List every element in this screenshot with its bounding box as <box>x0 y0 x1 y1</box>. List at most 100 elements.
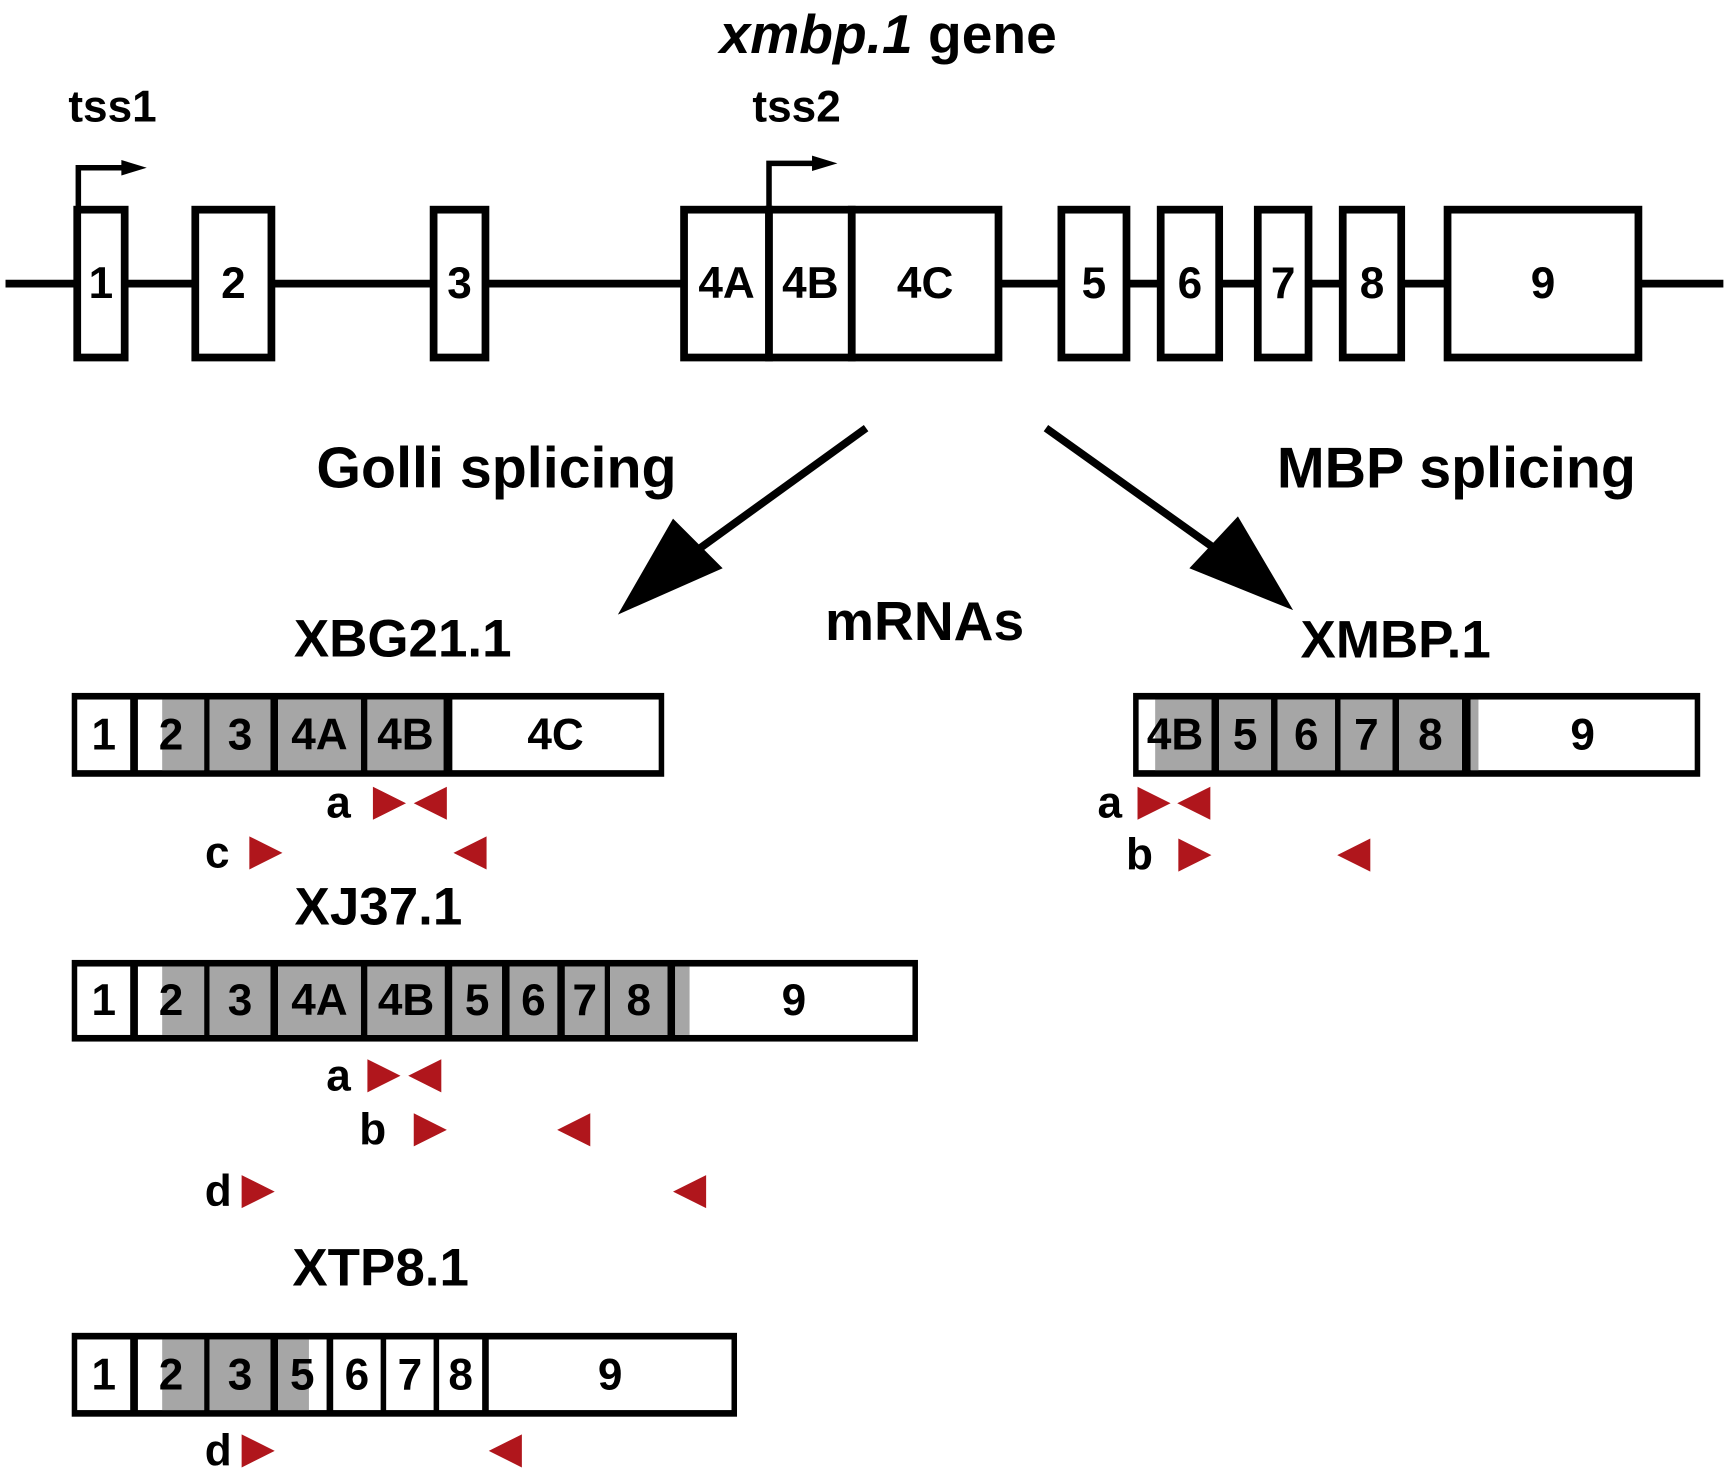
transcript-exon-8: 8 <box>448 1350 473 1399</box>
gene-exon-6 <box>1156 205 1224 362</box>
transcript-exon-3: 3 <box>228 710 253 759</box>
transcript-exon-7: 7 <box>398 1350 423 1399</box>
tss1-label: tss1 <box>68 82 156 131</box>
coding-region <box>162 699 205 771</box>
gene-exon-label: 1 <box>89 259 114 308</box>
gene-exon-label: 4B <box>782 259 838 308</box>
exon-cell <box>1470 699 1695 771</box>
forward-primer-icon <box>367 1059 401 1093</box>
transcript-exon-7: 7 <box>572 976 597 1025</box>
gene-exon-4B <box>765 205 856 362</box>
transcript-exon-5: 5 <box>1233 710 1258 759</box>
tss2-arrow-icon <box>766 160 815 210</box>
reverse-primer-icon <box>1337 838 1371 872</box>
gene-exon-9 <box>1443 205 1643 362</box>
transcript-name: XJ37.1 <box>295 878 463 937</box>
forward-primer-icon <box>241 1175 275 1209</box>
transcript-exon-3: 3 <box>228 1350 253 1399</box>
coding-region <box>452 966 503 1035</box>
golli-splicing-label: Golli splicing <box>316 437 676 501</box>
forward-primer-icon <box>1178 838 1212 872</box>
exon-cell <box>439 1339 483 1411</box>
gene-exon-label: 4C <box>897 259 953 308</box>
forward-primer-icon <box>241 1434 275 1468</box>
primer-pair-label: a <box>326 1051 351 1100</box>
reverse-primer-icon <box>408 1059 442 1093</box>
reverse-primer-icon <box>557 1113 591 1147</box>
transcript-exon-9: 9 <box>598 1350 623 1399</box>
exon-cell <box>77 966 131 1035</box>
transcript-exon-2: 2 <box>159 976 184 1025</box>
transcript-exon-1: 1 <box>91 710 116 759</box>
gene-exon-2 <box>191 205 276 362</box>
transcript-exon-8: 8 <box>627 976 652 1025</box>
transcript-exon-9: 9 <box>1570 710 1595 759</box>
gene-title: xmbp.1 gene <box>717 3 1057 65</box>
exon-cell <box>333 1339 381 1411</box>
coding-region <box>209 966 271 1035</box>
gene-exon-7 <box>1253 205 1313 362</box>
transcript-exon-4C: 4C <box>527 710 583 759</box>
reverse-primer-icon <box>488 1434 522 1468</box>
exon-cell <box>452 699 659 771</box>
gene-exon-label: 8 <box>1360 259 1385 308</box>
gene-exon-label: 2 <box>221 259 246 308</box>
gene-exon-4C <box>847 205 1003 362</box>
transcript-exon-4B: 4B <box>1147 710 1203 759</box>
coding-region <box>610 966 668 1035</box>
coding-region <box>1399 699 1462 771</box>
exon-cell <box>77 1339 131 1411</box>
transcript-exon-4A: 4A <box>291 976 347 1025</box>
forward-primer-icon <box>1137 786 1171 820</box>
exon-cell <box>77 699 131 771</box>
transcript-name: XBG21.1 <box>294 610 512 669</box>
gene-exon-label: 5 <box>1082 259 1107 308</box>
tss2-label: tss2 <box>752 82 840 131</box>
gene-exon-label: 3 <box>447 259 472 308</box>
coding-region <box>278 1339 309 1411</box>
tss1-arrowhead-icon <box>121 160 147 176</box>
gene-exon-label: 9 <box>1531 259 1556 308</box>
primer-pair-label: a <box>1098 779 1123 828</box>
transcript-exon-4A: 4A <box>291 710 347 759</box>
primer-pair-label: b <box>1126 831 1153 880</box>
mbp-arrowhead-icon <box>1189 516 1294 611</box>
coding-region <box>1470 699 1479 771</box>
primer-pair-label: d <box>205 1426 232 1473</box>
coding-region <box>509 966 558 1035</box>
primer-pair-label: c <box>205 828 230 877</box>
coding-region <box>278 699 361 771</box>
reverse-primer-icon <box>673 1175 707 1209</box>
transcript-exon-8: 8 <box>1418 710 1443 759</box>
coding-region <box>278 966 361 1035</box>
coding-region <box>162 1339 205 1411</box>
transcript-exon-3: 3 <box>228 976 253 1025</box>
reverse-primer-icon <box>1177 786 1211 820</box>
transcript-exon-6: 6 <box>345 1350 370 1399</box>
mrnas-label: mRNAs <box>825 590 1024 652</box>
transcript-exon-7: 7 <box>1354 710 1379 759</box>
transcript-exon-4B: 4B <box>378 976 434 1025</box>
transcript-exon-6: 6 <box>1294 710 1319 759</box>
coding-region <box>675 966 690 1035</box>
gene-exon-label: 6 <box>1178 259 1203 308</box>
coding-region <box>1219 699 1272 771</box>
gene-exon-3 <box>429 205 490 362</box>
gene-exon-label: 7 <box>1271 259 1296 308</box>
coding-region <box>1155 699 1212 771</box>
transcript-name: XMBP.1 <box>1301 611 1491 670</box>
tss1-arrow-icon <box>75 164 124 210</box>
forward-primer-icon <box>413 1113 447 1147</box>
transcript-name: XTP8.1 <box>292 1238 469 1297</box>
reverse-primer-icon <box>453 836 487 870</box>
primer-pair-label: a <box>326 779 351 828</box>
coding-region <box>209 1339 271 1411</box>
transcript-exon-2: 2 <box>159 710 184 759</box>
golli-arrow-shaft <box>692 424 869 555</box>
